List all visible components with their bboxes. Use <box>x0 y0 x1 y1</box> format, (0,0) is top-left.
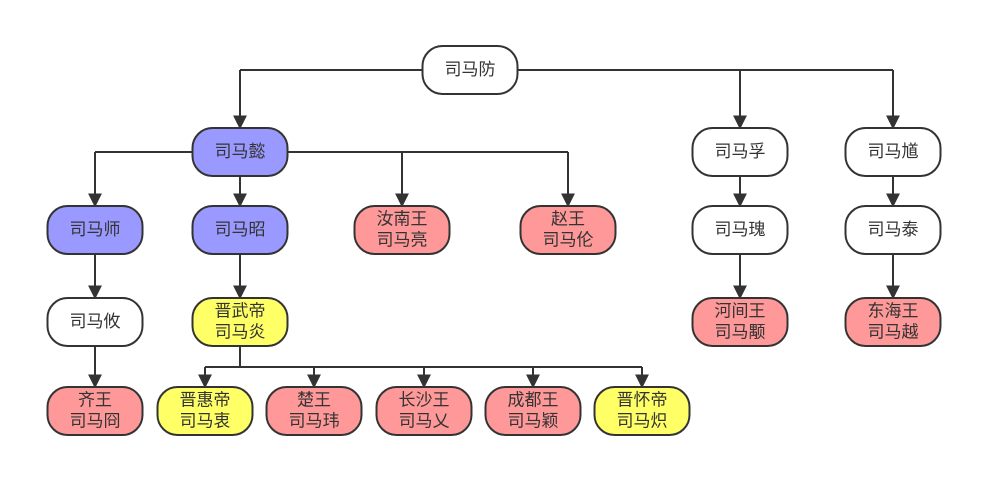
node-box <box>191 127 289 177</box>
node-label: 司马炎 <box>215 323 266 343</box>
node-box <box>691 127 789 177</box>
edge-group-yan <box>198 346 649 389</box>
node-label: 司马炽 <box>617 412 668 432</box>
node-label: 司马衷 <box>180 412 231 432</box>
node-box <box>46 297 144 347</box>
node-label: 司马昭 <box>215 220 266 240</box>
node-box <box>484 386 582 436</box>
node-label: 司马师 <box>70 220 121 240</box>
node-shi[interactable]: 司马师 <box>46 205 144 255</box>
node-label: 齐王 <box>78 391 112 411</box>
node-label: 司马攸 <box>70 312 121 332</box>
node-box <box>593 386 691 436</box>
node-yi[interactable]: 司马懿 <box>191 127 289 177</box>
node-label: 司马颖 <box>508 412 559 432</box>
node-label: 司马乂 <box>399 412 450 432</box>
edge-group-fang <box>233 69 900 130</box>
node-label: 晋武帝 <box>215 302 266 322</box>
node-kui[interactable]: 司马馗 <box>844 127 942 177</box>
node-label: 晋惠帝 <box>180 391 231 411</box>
node-box <box>46 205 144 255</box>
node-box <box>156 386 254 436</box>
node-box <box>519 205 617 255</box>
node-box <box>265 386 363 436</box>
node-label: 楚王 <box>297 391 331 411</box>
node-box <box>191 297 289 347</box>
node-fang[interactable]: 司马防 <box>421 45 519 95</box>
node-label: 司马亮 <box>377 231 428 251</box>
node-label: 司马颙 <box>715 323 766 343</box>
node-box <box>844 205 942 255</box>
edges-layer <box>88 69 900 389</box>
node-box <box>46 386 144 436</box>
node-box <box>844 297 942 347</box>
node-you[interactable]: 司马攸 <box>46 297 144 347</box>
node-label: 司马泰 <box>868 220 919 240</box>
node-label: 司马馗 <box>868 142 919 162</box>
node-zhao[interactable]: 司马昭 <box>191 205 289 255</box>
node-box <box>353 205 451 255</box>
node-label: 司马冏 <box>70 412 121 432</box>
node-label: 汝南王 <box>377 210 428 230</box>
node-gui[interactable]: 司马瑰 <box>691 205 789 255</box>
node-label: 晋怀帝 <box>617 391 668 411</box>
node-label: 司马玮 <box>289 412 340 432</box>
node-label: 长沙王 <box>399 391 450 411</box>
node-label: 司马伦 <box>543 231 594 251</box>
node-label: 河间王 <box>715 302 766 322</box>
node-box <box>844 127 942 177</box>
node-label: 赵王 <box>551 210 585 230</box>
node-box <box>191 205 289 255</box>
node-fu[interactable]: 司马孚 <box>691 127 789 177</box>
node-box <box>691 297 789 347</box>
node-label: 司马懿 <box>215 142 266 162</box>
edge-group-yi <box>88 151 575 208</box>
node-label: 成都王 <box>508 391 559 411</box>
node-box <box>375 386 473 436</box>
node-box <box>691 205 789 255</box>
node-label: 司马越 <box>868 323 919 343</box>
node-label: 东海王 <box>868 302 919 322</box>
node-label: 司马孚 <box>715 142 766 162</box>
node-label: 司马瑰 <box>715 220 766 240</box>
node-label: 司马防 <box>445 60 496 80</box>
node-tai[interactable]: 司马泰 <box>844 205 942 255</box>
node-box <box>421 45 519 95</box>
